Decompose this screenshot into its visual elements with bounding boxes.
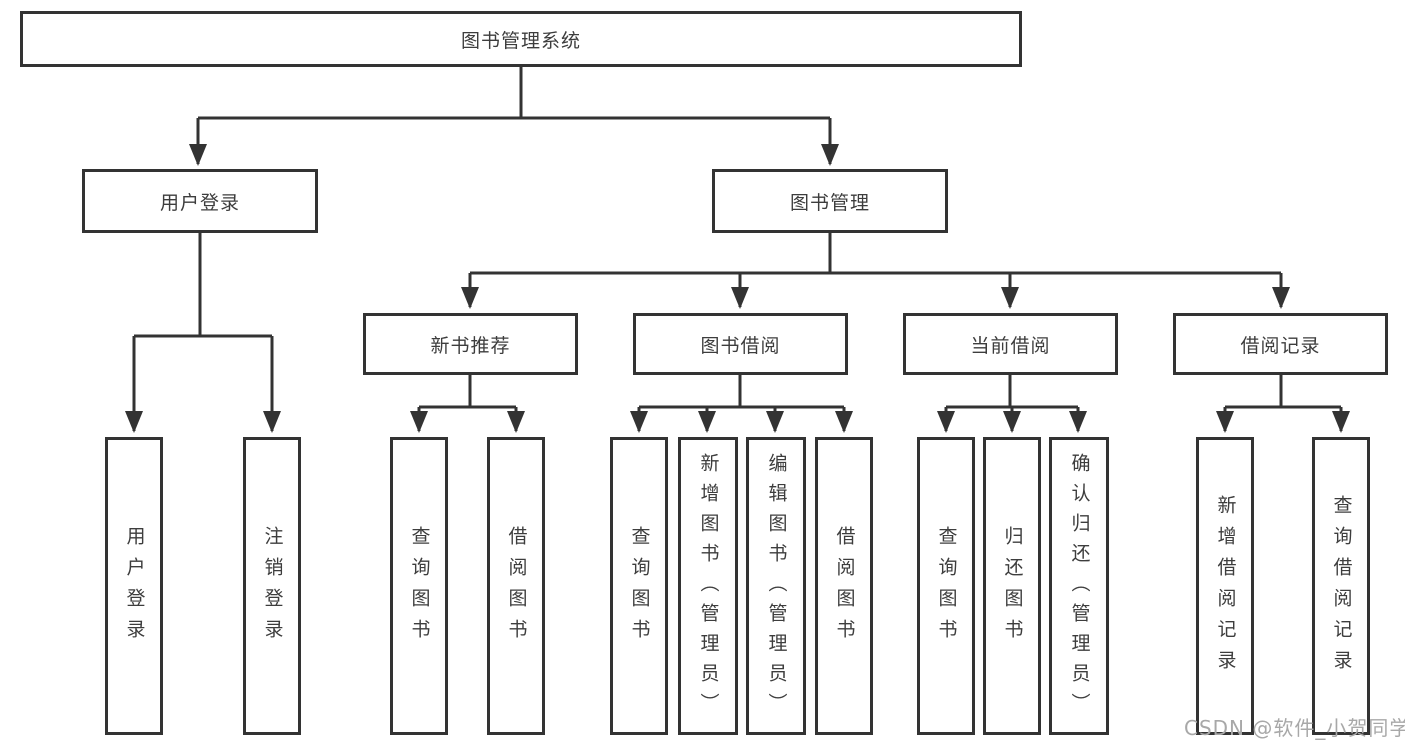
node-current-return-book: 归还图书	[983, 437, 1041, 735]
node-book-management: 图书管理	[712, 169, 948, 233]
node-new-book-recommend: 新书推荐	[363, 313, 578, 375]
node-user-login: 用户登录	[82, 169, 318, 233]
node-library-system: 图书管理系统	[20, 11, 1022, 67]
node-book-borrowing: 图书借阅	[633, 313, 848, 375]
node-records-add-record: 新增借阅记录	[1196, 437, 1254, 735]
node-logout-action: 注销登录	[243, 437, 301, 735]
node-records-query-record: 查询借阅记录	[1312, 437, 1370, 735]
node-recommend-borrow-book: 借阅图书	[487, 437, 545, 735]
node-borrowing-borrow-book: 借阅图书	[815, 437, 873, 735]
node-user-login-action: 用户登录	[105, 437, 163, 735]
node-recommend-query-book: 查询图书	[390, 437, 448, 735]
node-current-query-book: 查询图书	[917, 437, 975, 735]
node-borrow-records: 借阅记录	[1173, 313, 1388, 375]
node-borrowing-query-book: 查询图书	[610, 437, 668, 735]
node-borrowing-edit-book-admin: 编辑图书（管理员）	[746, 437, 806, 735]
watermark: CSDN @软件_小贺同学	[1184, 716, 1405, 740]
node-borrowing-add-book-admin: 新增图书（管理员）	[678, 437, 738, 735]
connector-trunk	[134, 67, 1341, 409]
node-current-borrowing: 当前借阅	[903, 313, 1118, 375]
node-current-confirm-return-admin: 确认归还（管理员）	[1049, 437, 1109, 735]
